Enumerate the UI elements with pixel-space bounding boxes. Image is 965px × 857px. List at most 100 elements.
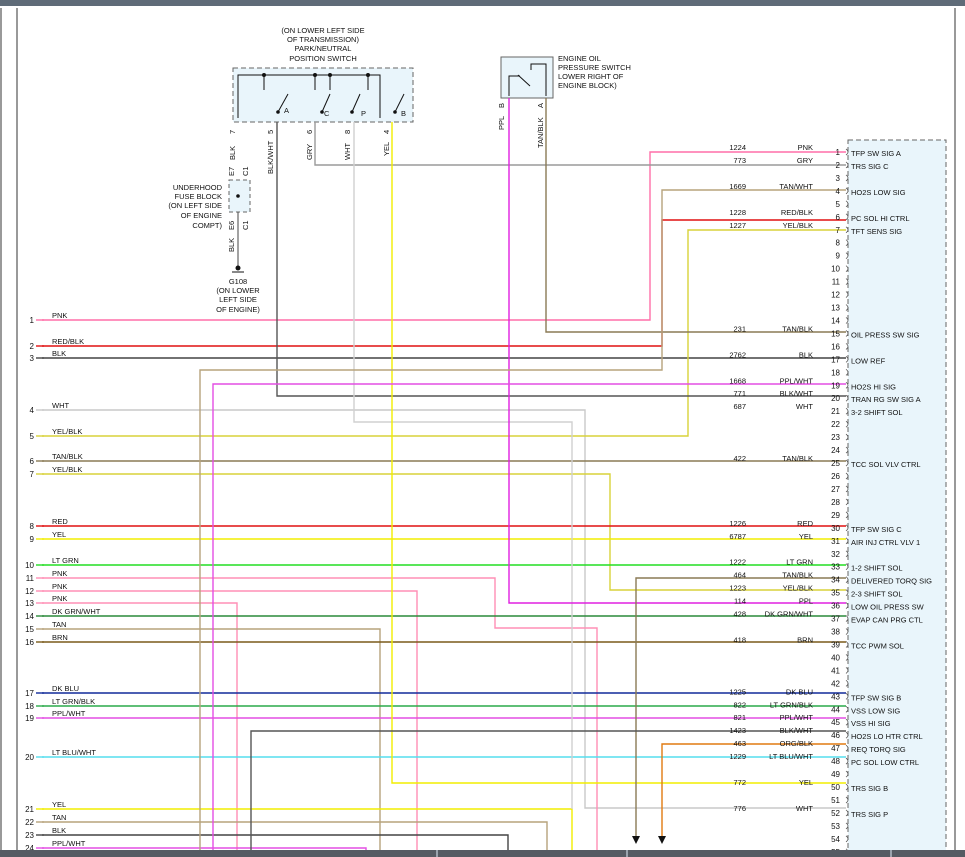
left-wire-color: DK BLU xyxy=(52,684,79,693)
left-wire-color: BLK xyxy=(52,826,66,835)
pcm-pin-terminal xyxy=(845,822,849,830)
wire-tanblk-oila xyxy=(545,98,846,333)
pcm-pin-function: HO2S HI SIG xyxy=(851,382,896,391)
pcm-pin-number: 13 xyxy=(831,304,840,313)
left-wire-number: 11 xyxy=(26,574,35,583)
pcm-pin-terminal xyxy=(845,589,849,596)
left-wire-number: 16 xyxy=(25,638,34,647)
pcm-wire-color: TAN/BLK xyxy=(782,571,813,580)
fuse-label-2: FUSE BLOCK xyxy=(174,192,222,201)
pcm-pin-number: 42 xyxy=(831,679,840,688)
left-wire-color: YEL xyxy=(52,530,66,539)
pcm-circuit-number: 231 xyxy=(733,324,746,333)
pcm-circuit-number: 821 xyxy=(733,713,746,722)
pcm-pin-terminal xyxy=(845,602,849,609)
pcm-pin-number: 29 xyxy=(831,511,840,520)
pcm-pin-number: 24 xyxy=(831,446,840,455)
pcm-pin-function: TRS SIG P xyxy=(851,810,888,819)
pnp-label-1: (ON LOWER LEFT SIDE xyxy=(281,26,364,35)
pcm-pin-terminal xyxy=(845,485,849,493)
pcm-wire-color: BLK xyxy=(799,350,813,359)
pcm-pin-number: 16 xyxy=(831,342,840,351)
pcm-pin-number: 14 xyxy=(831,316,840,325)
pcm-pin-number: 38 xyxy=(831,628,840,637)
oil-wire-tanblk: TAN/BLK xyxy=(536,117,545,148)
left-wire-color: PPL/WHT xyxy=(52,709,86,718)
left-wire-color: BRN xyxy=(52,633,68,642)
pcm-pin-number: 20 xyxy=(831,394,840,403)
pcm-wire-color: YEL xyxy=(799,532,813,541)
pcm-pin-number: 21 xyxy=(831,407,840,416)
pcm-pin-terminal xyxy=(845,420,849,428)
oil-label-1: ENGINE OIL xyxy=(558,54,601,63)
pcm-pin-number: 41 xyxy=(831,666,840,675)
left-wire-color: TAN xyxy=(52,813,66,822)
wire-pplwht-pin19 xyxy=(212,383,846,852)
arrow-down-1 xyxy=(632,836,640,844)
pcm-wire-color: GRY xyxy=(797,156,813,165)
pcm-wire-color: YEL/BLK xyxy=(783,221,813,230)
wire-wht-pnp8 xyxy=(353,122,573,809)
pcm-pin-number: 15 xyxy=(831,329,840,338)
wire-blkwht-pnp5 xyxy=(276,122,846,397)
pcm-pin-number: 53 xyxy=(831,822,840,831)
pcm-wire-color: WHT xyxy=(796,804,813,813)
pcm-pin-function: VSS LOW SIG xyxy=(851,706,900,715)
pcm-circuit-number: 1222 xyxy=(729,558,746,567)
pcm-wire-color: YEL xyxy=(799,778,813,787)
oil-pin-a: A xyxy=(536,103,545,108)
wire-blkwht-pin46 xyxy=(250,730,846,852)
wire-4-wht xyxy=(42,409,846,809)
pcm-pin-number: 22 xyxy=(831,420,840,429)
pcm-pin-number: 5 xyxy=(836,200,841,209)
pnp-pin-5: 5 xyxy=(266,130,275,134)
fuse-pin-c1-lower: C1 xyxy=(241,220,250,230)
pcm-pin-terminal xyxy=(845,731,849,739)
pcm-pin-number: 7 xyxy=(836,226,841,235)
pcm-pin-number: 34 xyxy=(831,576,840,585)
left-wire-number: 9 xyxy=(30,535,35,544)
pcm-pin-number: 37 xyxy=(831,615,840,624)
pcm-pin-number: 43 xyxy=(831,692,840,701)
pcm-pin-function: LOW OIL PRESS SW xyxy=(851,603,925,612)
pcm-pin-number: 54 xyxy=(831,835,840,844)
pcm-circuit-number: 1225 xyxy=(729,687,746,696)
pnp-pin-labels: 7 BLK 5 BLK/WHT 6 GRY 8 WHT 4 YEL B PPL … xyxy=(228,103,545,174)
pcm-pin-terminal xyxy=(845,511,849,519)
pcm-pin-terminal xyxy=(845,317,849,324)
pcm-circuit-number: 2762 xyxy=(729,350,746,359)
pcm-wire-color: PPL/WHT xyxy=(780,376,814,385)
pnp-wire-gry: GRY xyxy=(305,144,314,160)
pcm-wire-color: BLK/WHT xyxy=(780,389,814,398)
pcm-pin-terminal xyxy=(845,148,849,156)
pcm-wire-color: PPL xyxy=(799,597,813,606)
pcm-pin-function: TCC SOL VLV CTRL xyxy=(851,460,921,469)
wire-7-yelblk xyxy=(42,473,846,591)
left-wire-number: 4 xyxy=(30,406,35,415)
left-wire-labels: 1PNK2RED/BLK3BLK4WHT5YEL/BLK6TAN/BLK7YEL… xyxy=(25,311,101,853)
pcm-pin-function: PC SOL HI CTRL xyxy=(851,214,909,223)
left-wire-number: 5 xyxy=(30,432,35,441)
left-wire-color: PNK xyxy=(52,311,67,320)
pcm-pin-number: 40 xyxy=(831,653,840,662)
pcm-pin-number: 18 xyxy=(831,368,840,377)
left-wire-color: RED/BLK xyxy=(52,337,84,346)
pcm-wire-color: PNK xyxy=(798,143,813,152)
pcm-pin-terminal xyxy=(845,459,849,467)
pcm-pin-number: 28 xyxy=(831,498,840,507)
pcm-pin-number: 45 xyxy=(831,718,840,727)
left-wire-number: 24 xyxy=(25,844,34,853)
pcm-pin-terminal xyxy=(845,705,849,713)
pcm-pin-function: REQ TORQ SIG xyxy=(851,745,906,754)
pcm-pin-number: 19 xyxy=(831,381,840,390)
pnp-contact-p: P xyxy=(361,109,366,118)
pnp-pin-4: 4 xyxy=(382,130,391,134)
pcm-pin-number: 23 xyxy=(831,433,840,442)
pcm-circuit-number: 1226 xyxy=(729,519,746,528)
pcm-pin-terminal xyxy=(845,252,849,259)
pcm-pin-terminal xyxy=(845,550,849,558)
pcm-pin-function: TFP SW SIG B xyxy=(851,693,901,702)
wire-5-yelblk xyxy=(42,229,846,437)
pcm-circuit-number: 1228 xyxy=(729,208,746,217)
left-wire-color: YEL xyxy=(52,800,66,809)
